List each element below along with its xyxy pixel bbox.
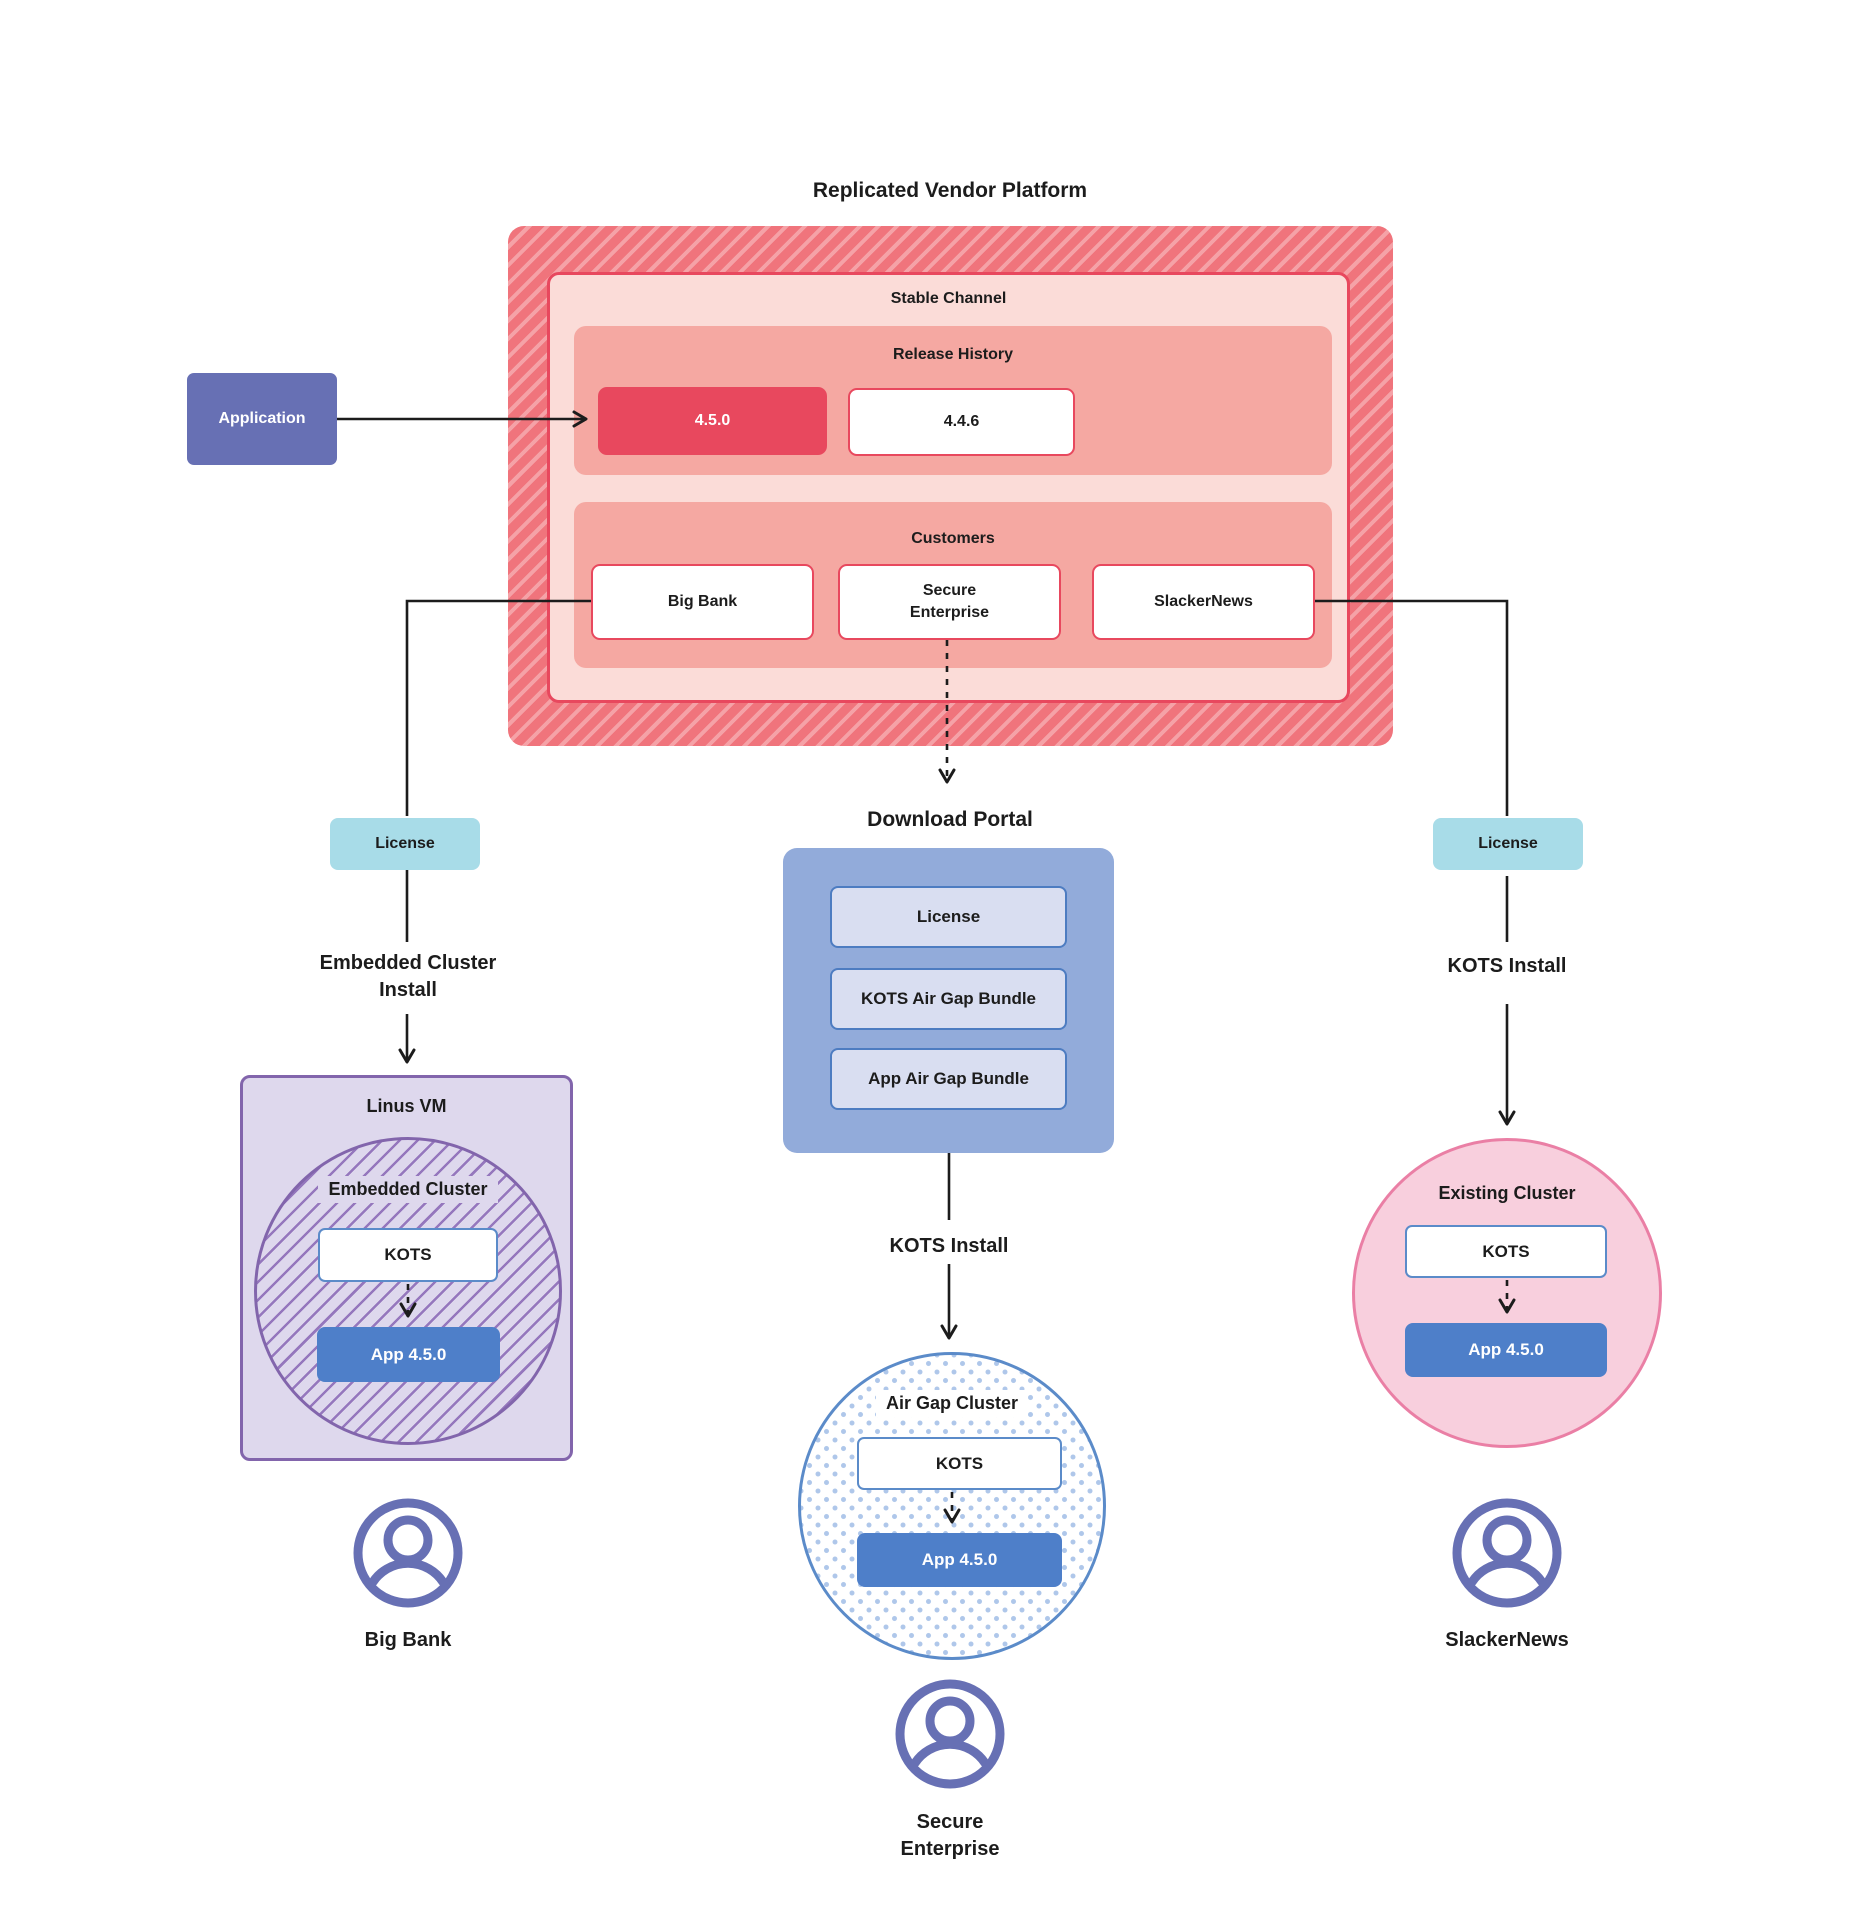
customer-secure-enterprise-label: Secure Enterprise [909, 582, 990, 621]
center-kots-box: KOTS [857, 1437, 1062, 1490]
left-license-box: License [330, 818, 480, 870]
portal-item-kots-airgap-bundle: KOTS Air Gap Bundle [830, 968, 1067, 1030]
customer-big-bank-label: Big Bank [667, 593, 738, 611]
right-license-box: License [1433, 818, 1583, 870]
page-title: Replicated Vendor Platform [812, 179, 1088, 202]
portal-item-license: License [830, 886, 1067, 948]
center-install-method-label: KOTS Install [889, 1234, 1009, 1257]
left-app-box: App 4.5.0 [317, 1327, 500, 1382]
stable-channel-label: Stable Channel [890, 290, 1007, 307]
existing-cluster-label-text: Existing Cluster [1438, 1182, 1576, 1203]
customer-slackernews: SlackerNews [1092, 564, 1315, 640]
right-install-method-label: KOTS Install [1447, 954, 1567, 977]
application-box: Application [187, 373, 337, 465]
user-icon [895, 1679, 1005, 1789]
customer-big-bank: Big Bank [591, 564, 814, 640]
download-portal-title: Download Portal [867, 807, 1033, 831]
user-icon [1452, 1498, 1562, 1608]
right-kots-box: KOTS [1405, 1225, 1607, 1278]
right-app-box: App 4.5.0 [1405, 1323, 1607, 1377]
air-gap-cluster-label: Air Gap Cluster [802, 1389, 1102, 1417]
right-user-label: SlackerNews [1445, 1628, 1569, 1651]
linus-vm-label: Linus VM [366, 1095, 447, 1116]
release-history-label: Release History [892, 346, 1014, 363]
embedded-cluster-label-text: Embedded Cluster [318, 1175, 498, 1203]
center-app-box: App 4.5.0 [857, 1533, 1062, 1587]
release-4-4-6: 4.4.6 [848, 388, 1075, 456]
user-icon [353, 1498, 463, 1608]
customer-secure-enterprise: Secure Enterprise [838, 564, 1061, 640]
left-install-method-label: Embedded Cluster Install [319, 952, 497, 1001]
left-kots-box: KOTS [318, 1228, 498, 1282]
customers-label: Customers [911, 530, 995, 547]
existing-cluster-label: Existing Cluster [1357, 1180, 1657, 1206]
embedded-cluster-label: Embedded Cluster [258, 1175, 558, 1203]
center-user-label-text: Secure Enterprise [900, 1811, 1000, 1860]
center-user-label: Secure Enterprise [800, 1806, 1100, 1866]
left-user-label: Big Bank [364, 1628, 452, 1651]
portal-item-app-airgap-bundle: App Air Gap Bundle [830, 1048, 1067, 1110]
release-4-5-0: 4.5.0 [598, 387, 827, 455]
customer-slackernews-label: SlackerNews [1154, 593, 1253, 611]
air-gap-cluster-label-text: Air Gap Cluster [875, 1389, 1029, 1417]
